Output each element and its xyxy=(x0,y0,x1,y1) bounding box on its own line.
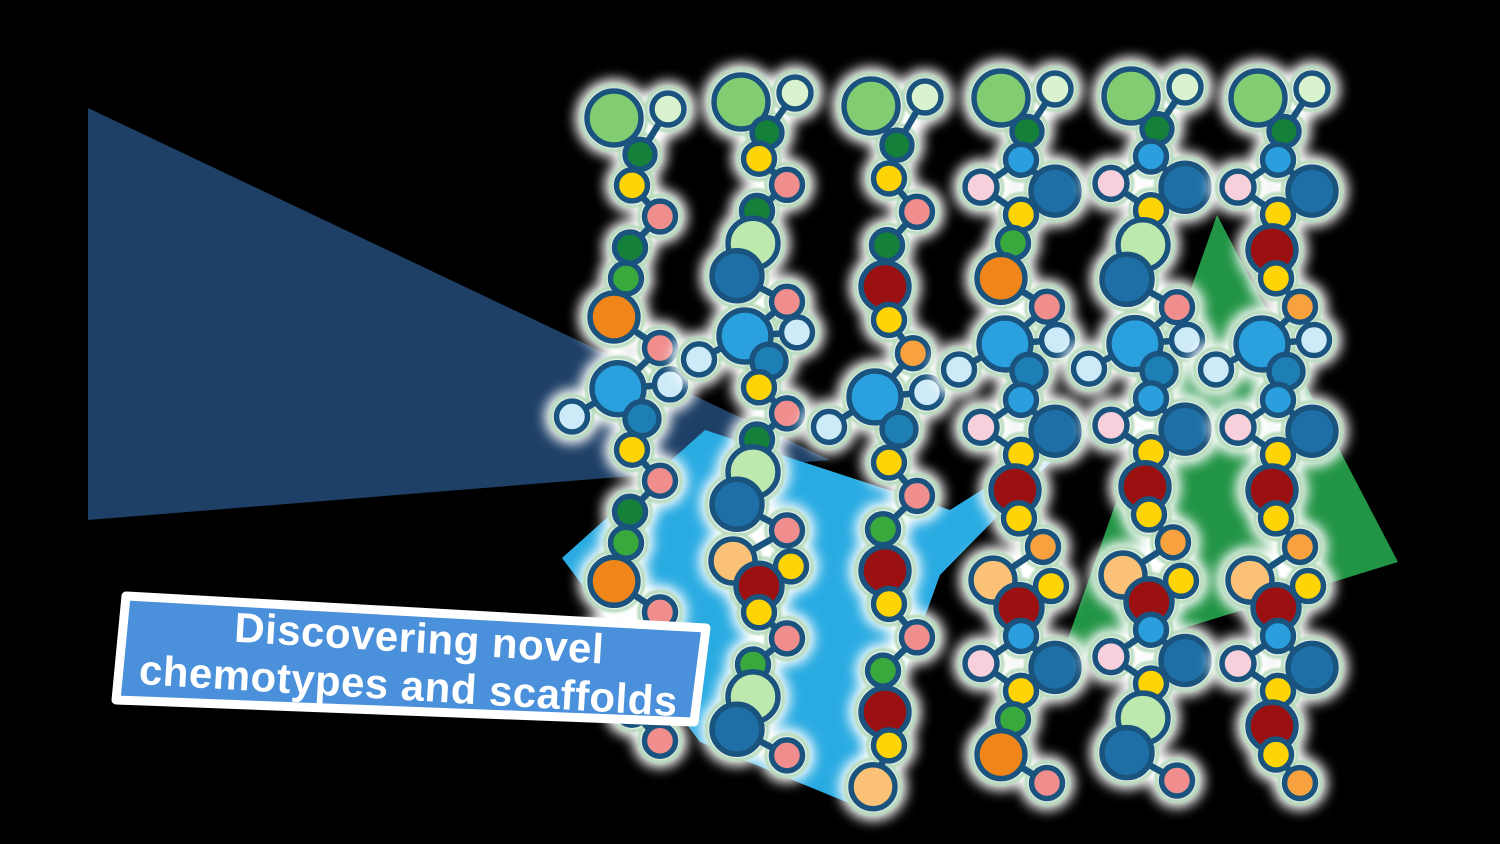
chain-4 xyxy=(931,59,1091,811)
banner-panel xyxy=(111,591,711,727)
chain-6 xyxy=(1188,59,1348,811)
chain-5 xyxy=(1061,57,1221,808)
chain-3 xyxy=(801,67,955,821)
chain-2 xyxy=(671,63,825,783)
